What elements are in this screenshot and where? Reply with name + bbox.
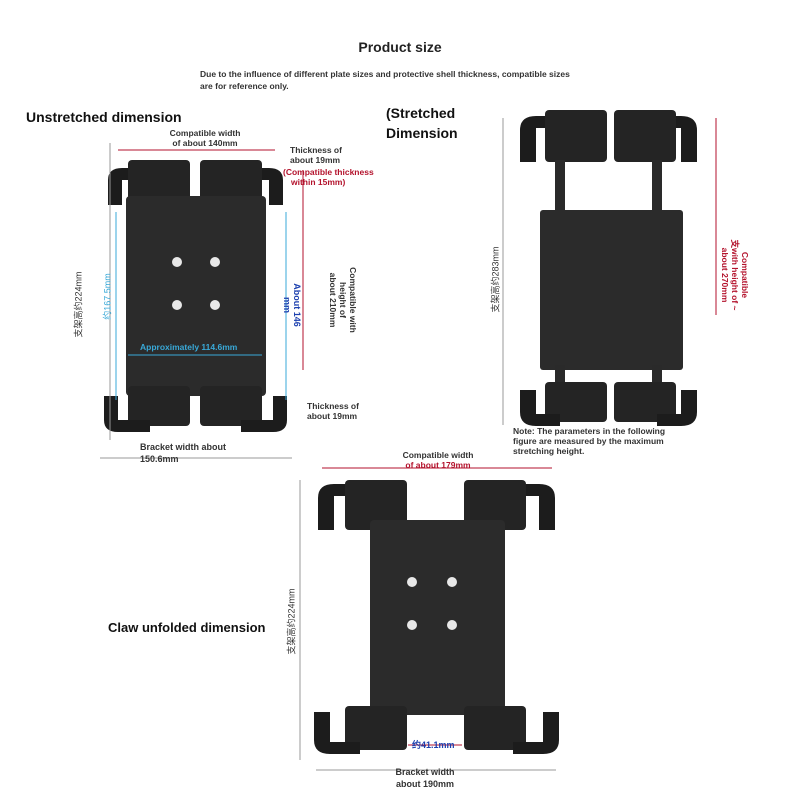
unfolded-heading: Claw unfolded dimension [108, 620, 266, 635]
label-line: about 19mm [307, 411, 358, 421]
label-line: Note: The parameters in the following [513, 426, 666, 436]
mount-hole [172, 257, 182, 267]
label-line: of about 140mm [172, 138, 238, 148]
label-line: Bracket width about [140, 442, 227, 452]
label-line: 支with height of ~ [730, 239, 740, 311]
about146-label: About 146 mm [282, 275, 302, 335]
label-line: figure are measured by the maximum [513, 436, 664, 446]
stretched-note: Note: The parameters in the following fi… [513, 426, 713, 456]
page-title: Product size [358, 39, 442, 55]
label-line: (Compatible thickness [283, 167, 374, 177]
unfolded-bracket-label: Bracket width about 190mm [385, 766, 465, 790]
unfolded-height-label: 支架高约224mm [286, 588, 297, 655]
mount-hole [447, 577, 457, 587]
label-line: Thickness of [307, 401, 359, 411]
thickness-top-label: Thickness of about 19mm [290, 145, 342, 165]
unstretched-heading: Unstretched dimension [26, 109, 182, 125]
thickness-bottom-label: Thickness of about 19mm [307, 401, 359, 421]
heading-line: Dimension [386, 125, 458, 141]
label-line: Compatible with [348, 267, 358, 333]
stretched-heading: (Stretched Dimension [386, 103, 458, 143]
mount-hole [210, 257, 220, 267]
total-height-label: 支架高约224mm [73, 271, 84, 338]
approx-width-label: Approximately 114.6mm [140, 342, 238, 352]
heading-line: (Stretched [386, 105, 456, 121]
stretched-compat-label: Compatible 支with height of ~ about 270mm [720, 230, 750, 320]
inner-height-label: 约167.5mm [102, 273, 113, 320]
mount-hole [172, 300, 182, 310]
label-line: Thickness of [290, 145, 342, 155]
mount-hole [407, 620, 417, 630]
compat-thickness-label: (Compatible thickness within 15mm) [283, 167, 374, 187]
bracket-width-label: Bracket width about 150.6mm [140, 441, 226, 465]
label-line: within 15mm) [291, 177, 346, 187]
label-line: about 270mm [720, 247, 730, 303]
label-line: stretching height. [513, 446, 585, 456]
stretched-height-label: 支架高约283mm [490, 246, 501, 313]
reference-note: Due to the influence of different plate … [200, 68, 660, 92]
label-line: Compatible width [169, 128, 241, 138]
unstretched-holder [100, 143, 304, 459]
unfolded-inner-label: 约41.1mm [412, 740, 455, 750]
compat-height-label: Compatible with height of about 210mm [328, 260, 358, 340]
label-line: 150.6mm [140, 454, 179, 464]
label-line: about 19mm [290, 155, 341, 165]
label-line: about 210mm [328, 272, 338, 328]
label-line: About 146 [292, 283, 302, 327]
reference-note-line: Due to the influence of different plate … [200, 69, 570, 79]
label-line: Compatible [740, 251, 750, 299]
stretched-holder [502, 110, 717, 426]
reference-note-line: are for reference only. [200, 81, 289, 91]
mount-hole [407, 577, 417, 587]
mount-hole [210, 300, 220, 310]
label-line: Bracket width [395, 767, 455, 777]
unfolded-holder [299, 467, 559, 771]
label-line: height of [338, 282, 348, 318]
label-line: Compatible width [402, 450, 474, 460]
label-line: of about 179mm [405, 460, 471, 470]
mount-hole [447, 620, 457, 630]
label-line: about 190mm [395, 779, 455, 789]
compat-width-label: Compatible width of about 140mm [150, 128, 260, 148]
label-line: mm [282, 296, 292, 313]
unfolded-compat-width-label: Compatible width of about 179mm [383, 450, 493, 470]
